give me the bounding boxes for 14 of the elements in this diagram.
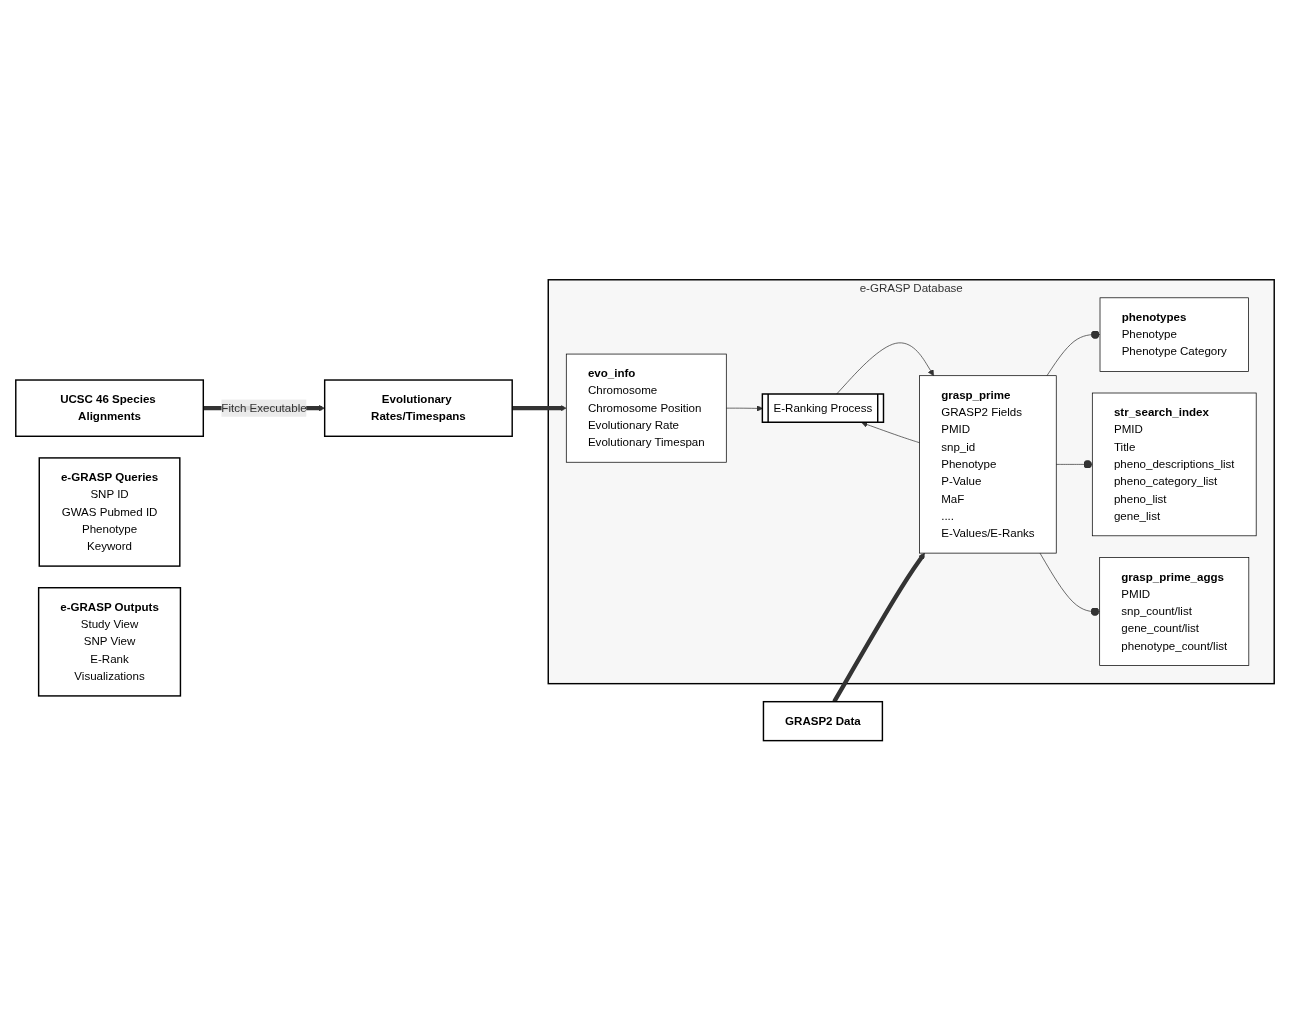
arrow [832, 552, 925, 703]
cluster [547, 278, 1275, 685]
arrow [512, 404, 567, 412]
node-box [323, 379, 513, 437]
node-box [1099, 297, 1249, 372]
node-box [15, 379, 204, 437]
node-box [762, 700, 884, 742]
node-box [565, 353, 727, 463]
node-box [38, 457, 181, 567]
node-box [1099, 556, 1250, 666]
node-box [1091, 392, 1257, 536]
node-box [37, 586, 182, 697]
node-box [919, 375, 1057, 554]
diagram: e-GRASP Database Fitch Executable evo_info Chromosome Chromosome Position Evolutionary Rate Evolutionary Timespan phenotypes Phenotype Phenotype Category E-Ranking Process grasp_prime GRASP2 Fields PMID snp_id Phenotype P-Value MaF .... E-Values/E-Ranks str_search_index PMID Title pheno_descriptions_list pheno_category_list pheno_list gene_list grasp_prime_aggs PMID snp_count/list gene_count/list phenotype_count/list UCSC 46 Species Alignments Evolutionary Rates/Timespans GRASP2 Data e-GRASP Queries SNP ID GWAS Pubmed ID Phenotype Keyword e-GRASP Outputs Study View SNP View E-Rank Visualizations [10, 10, 1280, 1010]
